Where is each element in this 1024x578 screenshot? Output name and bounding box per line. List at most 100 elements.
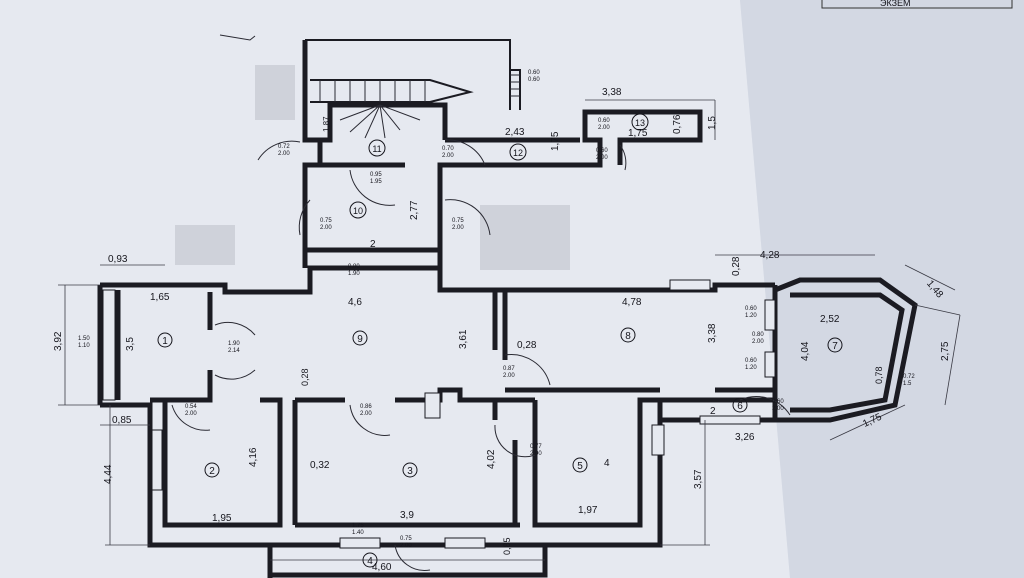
dim-label: 4,28 xyxy=(760,250,780,261)
opening-label-line: 1.50 xyxy=(78,336,90,342)
room-marker-3: 3 xyxy=(402,462,418,478)
dim-label: 2,77 xyxy=(409,200,420,220)
dim-label: 0,28 xyxy=(300,368,310,386)
room-number: 2 xyxy=(209,466,215,477)
dim-label: 0,78 xyxy=(874,366,884,384)
room-number: 3 xyxy=(407,466,413,477)
room-number: 4 xyxy=(367,556,373,567)
dim-label: 1,75 xyxy=(550,131,561,151)
opening-label-line: 1.95 xyxy=(370,179,382,185)
paper-sheet-right xyxy=(740,0,1024,578)
dim-label: 3,92 xyxy=(53,331,64,351)
opening-label-line: 2.14 xyxy=(228,348,240,354)
room-marker-5: 5 xyxy=(572,457,588,473)
room-marker-2: 2 xyxy=(204,462,220,478)
redaction xyxy=(255,65,295,120)
room-marker-8: 8 xyxy=(620,327,636,343)
opening-label-line: 0.60 xyxy=(528,70,540,76)
opening-label-line: 1.40 xyxy=(352,530,364,536)
room-number: 6 xyxy=(737,401,743,412)
door-swings xyxy=(171,139,791,571)
room-number: 8 xyxy=(625,331,631,342)
opening-label-line: 2.00 xyxy=(442,153,454,159)
dim-label: 4,04 xyxy=(800,341,811,361)
room-markers: 1 2 3 4 5 6 7 8 9 10 11 12 13 xyxy=(157,113,843,568)
opening-label-line: 0.54 xyxy=(185,404,197,410)
opening-label-line: 2.00 xyxy=(400,543,412,549)
dim-label: 1,5 xyxy=(707,116,718,130)
room-number: 13 xyxy=(635,118,645,128)
opening-label-line: 2.00 xyxy=(360,411,372,417)
dim-label: 3,38 xyxy=(602,87,622,98)
dim-label: 1,87 xyxy=(322,116,331,132)
opening-label-line: 2.00 xyxy=(596,155,608,161)
dim-label: 3,61 xyxy=(458,329,469,349)
opening-label-line: 0.77 xyxy=(530,444,542,450)
opening-label-line: 1.90 xyxy=(228,341,240,347)
room-marker-1: 1 xyxy=(157,332,173,348)
opening-label-line: 2.00 xyxy=(598,125,610,131)
dim-label: 4,44 xyxy=(103,464,114,484)
dim-label: 2 xyxy=(370,239,376,250)
opening-label-line: 1.90 xyxy=(348,271,360,277)
dim-label: 3,9 xyxy=(400,510,414,521)
dim-label: 3,5 xyxy=(125,337,136,351)
dim-label: 3,38 xyxy=(707,323,718,343)
opening-label-line: 0.60 xyxy=(596,148,608,154)
opening-label-line: 0.75 xyxy=(400,536,412,542)
opening-label-line: 2.00 xyxy=(278,151,290,157)
room-marker-11: 11 xyxy=(368,139,386,157)
dim-label: 1,65 xyxy=(150,292,170,303)
dim-label: 1,97 xyxy=(578,505,598,516)
room-number: 10 xyxy=(353,206,363,216)
room-marker-7: 7 xyxy=(827,337,843,353)
opening-label-line: 2.00 xyxy=(752,339,764,345)
opening-label-line: 0.87 xyxy=(503,366,515,372)
dim-label: 0,32 xyxy=(310,460,330,471)
room-marker-6: 6 xyxy=(732,397,748,413)
stamp-box: ЭКЗЕМ xyxy=(821,0,1013,9)
dim-label: 1,75 xyxy=(628,128,648,139)
opening-label-line: 0.70 xyxy=(442,146,454,152)
dim-label: 3,57 xyxy=(693,469,704,489)
dim-label: 0,93 xyxy=(108,254,128,265)
room-number: 9 xyxy=(357,334,363,345)
opening-label-line: 0.60 xyxy=(598,118,610,124)
opening-label-line: 0.72 xyxy=(278,144,290,150)
dim-label: 4,16 xyxy=(248,447,259,467)
opening-label-line: 2.00 xyxy=(320,225,332,231)
dim-label: 2,52 xyxy=(820,314,840,325)
opening-label-line: 0.75 xyxy=(452,218,464,224)
opening-label-line: 2.00 xyxy=(185,411,197,417)
room-number: 7 xyxy=(832,341,838,352)
room-marker-9: 9 xyxy=(352,330,368,346)
opening-label-line: 2.00 xyxy=(503,373,515,379)
paper-sheet xyxy=(0,0,790,578)
dim-label: 2,75 xyxy=(940,341,951,361)
dim-label: 4,78 xyxy=(622,297,642,308)
room-number: 1 xyxy=(162,336,168,347)
opening-label-line: 0.60 xyxy=(528,77,540,83)
dim-label: 4 xyxy=(604,458,610,469)
dim-label: 3,26 xyxy=(735,432,755,443)
opening-label-line: 1.10 xyxy=(78,343,90,349)
room-number: 5 xyxy=(577,461,583,472)
dim-label: 1,95 xyxy=(212,513,232,524)
opening-label-line: 2.00 xyxy=(772,406,784,412)
opening-label-line: 1.75 xyxy=(352,523,364,529)
dim-label: 0,28 xyxy=(731,256,742,276)
